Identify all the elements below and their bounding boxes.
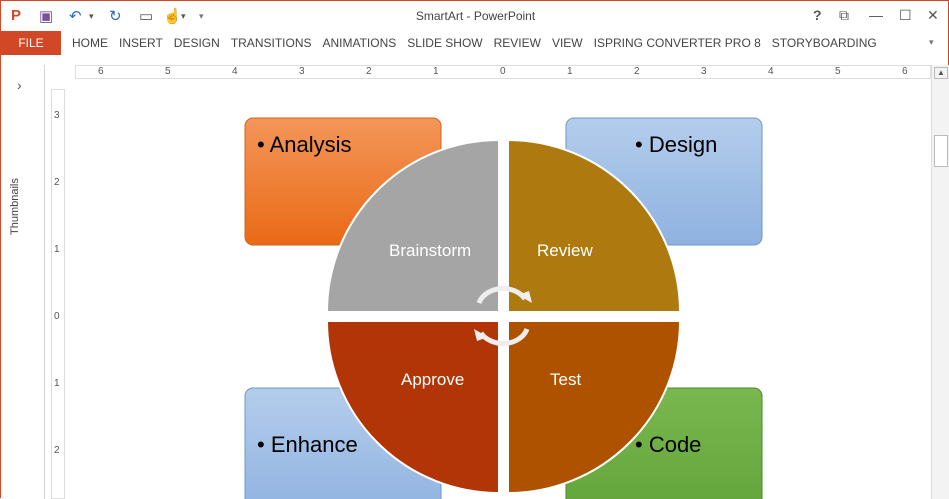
- vertical-ruler: 3 2 1 0 1 2: [51, 89, 65, 499]
- customize-qat-icon[interactable]: ▾: [199, 11, 204, 21]
- minimize-button[interactable]: —: [869, 7, 883, 23]
- test-quadrant[interactable]: [507, 320, 682, 495]
- enhance-item: • Enhance: [257, 432, 358, 457]
- test-label: Test: [550, 370, 582, 389]
- approve-label: Approve: [401, 370, 465, 389]
- design-label: Design: [648, 132, 718, 157]
- vertical-scrollbar[interactable]: ▲: [931, 65, 949, 499]
- redo-icon[interactable]: ↻: [109, 8, 122, 25]
- review-quadrant[interactable]: [507, 138, 682, 313]
- tab-ispring[interactable]: ISPRING CONVERTER PRO 8: [593, 36, 761, 50]
- ruler-number: 6: [98, 66, 104, 77]
- touch-dropdown-icon[interactable]: ▾: [181, 11, 186, 21]
- ruler-number: 2: [54, 445, 60, 456]
- title-bar: P ▣ ↶ ▾ ↻ ▭ ☝ ▾ ▾ SmartArt - PowerPoint …: [1, 1, 949, 31]
- ruler-number: 3: [54, 110, 60, 121]
- brainstorm-label: Brainstorm: [389, 241, 472, 260]
- code-item: • Code: [635, 432, 702, 457]
- window-title: SmartArt - PowerPoint: [415, 9, 536, 23]
- ruler-number: 4: [232, 66, 238, 77]
- undo-dropdown-icon[interactable]: ▾: [89, 11, 94, 21]
- scroll-up-button[interactable]: ▲: [934, 67, 948, 79]
- analysis-item: • Analysis: [257, 132, 352, 157]
- slideshow-icon[interactable]: ▭: [139, 8, 154, 25]
- tab-home[interactable]: HOME: [72, 36, 108, 50]
- tab-insert[interactable]: INSERT: [119, 36, 163, 50]
- approve-quadrant[interactable]: [325, 320, 500, 495]
- tab-design[interactable]: DESIGN: [173, 36, 220, 50]
- ruler-number: 1: [433, 66, 439, 77]
- tab-animations[interactable]: ANIMATIONS: [322, 36, 397, 50]
- thumbnails-label: Thumbnails: [9, 178, 21, 235]
- tab-view[interactable]: VIEW: [551, 36, 583, 50]
- ruler-number: 2: [54, 177, 60, 188]
- cycle-arrows-icon: [476, 286, 530, 346]
- scrollbar-thumb[interactable]: [934, 135, 948, 167]
- ribbon-display-options-button[interactable]: ⧉: [839, 7, 849, 23]
- ruler-number: 3: [299, 66, 305, 77]
- ruler-number: 5: [165, 66, 171, 77]
- tab-slide-show[interactable]: SLIDE SHOW: [407, 36, 483, 50]
- ruler-number: 3: [701, 66, 707, 77]
- save-icon[interactable]: ▣: [39, 8, 54, 25]
- design-item: • Design: [635, 132, 718, 157]
- enhance-label: Enhance: [270, 432, 358, 457]
- ruler-number: 2: [634, 66, 640, 77]
- ribbon-tabs: FILE HOME INSERT DESIGN TRANSITIONS ANIM…: [1, 31, 949, 55]
- ruler-number: 1: [567, 66, 573, 77]
- tab-review[interactable]: REVIEW: [493, 36, 541, 50]
- ruler-number: 0: [54, 311, 60, 322]
- collapse-ribbon-icon[interactable]: ▾: [929, 37, 934, 47]
- ruler-number: 1: [54, 244, 60, 255]
- touch-mode-icon[interactable]: ☝: [163, 8, 182, 25]
- ruler-number: 0: [500, 66, 506, 77]
- brainstorm-quadrant[interactable]: [325, 138, 500, 313]
- ruler-number: 1: [54, 378, 60, 389]
- maximize-button[interactable]: ☐: [899, 7, 912, 23]
- code-label: Code: [648, 432, 702, 457]
- review-label: Review: [537, 241, 593, 260]
- smartart-graphic[interactable]: [67, 80, 931, 499]
- tab-transitions[interactable]: TRANSITIONS: [230, 36, 312, 50]
- tab-storyboarding[interactable]: STORYBOARDING: [771, 36, 877, 50]
- ruler-number: 2: [366, 66, 372, 77]
- close-button[interactable]: ✕: [927, 7, 939, 23]
- help-button[interactable]: ?: [813, 7, 822, 23]
- undo-icon[interactable]: ↶: [69, 8, 82, 25]
- slide-canvas[interactable]: • Analysis • Design • Enhance • Code Bra…: [67, 80, 931, 499]
- thumbnails-pane[interactable]: › Thumbnails: [1, 65, 45, 499]
- ruler-number: 5: [835, 66, 841, 77]
- horizontal-ruler: 6 5 4 3 2 1 0 1 2 3 4 5 6: [75, 65, 931, 79]
- ruler-number: 4: [768, 66, 774, 77]
- powerpoint-logo-icon: P: [11, 7, 22, 24]
- analysis-label: Analysis: [269, 132, 352, 157]
- expand-thumbnails-icon[interactable]: ›: [17, 77, 22, 93]
- tab-file[interactable]: FILE: [1, 31, 61, 55]
- ruler-number: 6: [902, 66, 908, 77]
